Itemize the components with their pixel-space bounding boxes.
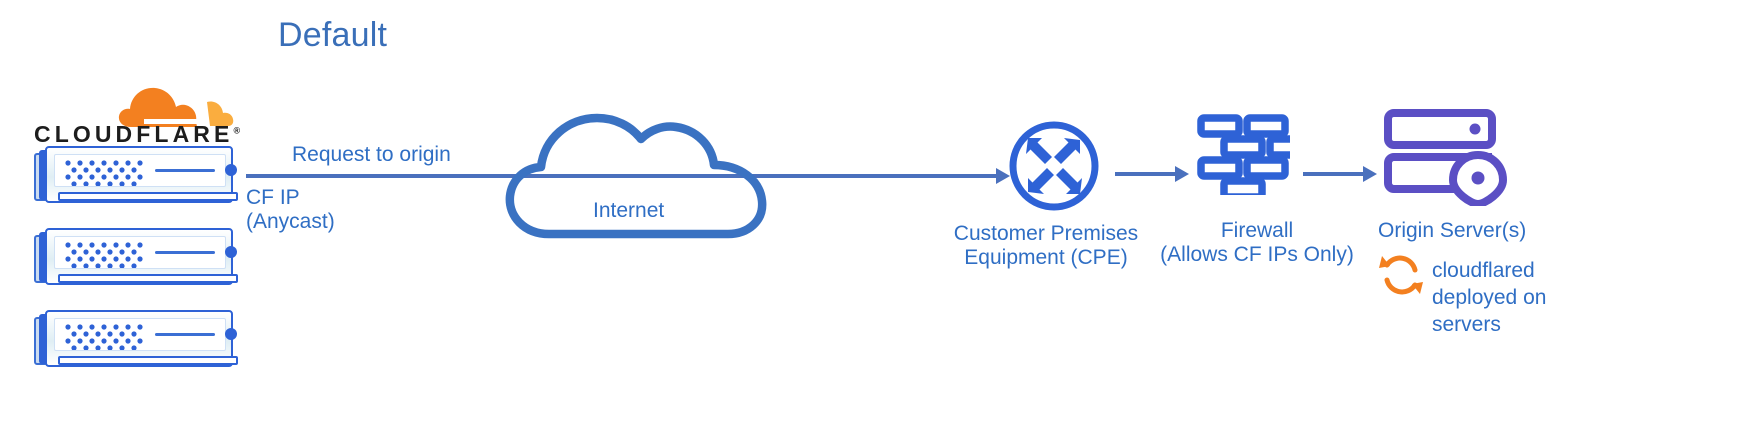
flow-label-request-to-origin: Request to origin [292,143,451,166]
page-title: Default [278,16,388,54]
server-indicator-line [155,333,215,336]
server-unit-2 [34,228,238,290]
server-unit-1 [34,146,238,208]
flow-label-cf-ip: CF IP (Anycast) [246,186,335,235]
node-label-firewall-line2: (Allows CF IPs Only) [1160,243,1354,267]
cloudflare-logo: CLOUDFLARE® [34,86,240,148]
node-label-cpe-line2: Equipment (CPE) [964,246,1128,270]
server-body [45,310,238,367]
flow-arrowhead-cpe [996,168,1010,184]
node-label-internet: Internet [593,199,665,222]
registered-mark: ® [233,125,241,136]
cloudflare-wordmark: CLOUDFLARE® [34,121,240,148]
cloudflare-cloud-logo-icon [118,87,234,127]
server-vent-dots-icon [65,324,143,350]
server-vent-dots-icon [65,242,143,268]
node-label-cpe-line1: Customer Premises [953,222,1139,245]
cloud-icon [505,113,767,239]
server-body [45,228,238,285]
server-rack-location-pin-icon [1384,109,1507,206]
flow-line-cpe-to-firewall [1115,172,1177,176]
cloudflared-note-line1: cloudflared [1432,259,1535,282]
flow-label-cf-ip-line2: (Anycast) [246,210,335,234]
server-base-strip [58,356,238,365]
node-label-origin-server: Origin Server(s) [1378,219,1527,242]
flow-arrowhead-firewall [1175,166,1189,182]
node-label-cpe: Customer Premises Equipment (CPE) [948,222,1144,271]
server-base-strip [58,274,238,283]
refresh-cycle-icon [1379,255,1423,295]
flow-line-firewall-to-origin [1303,172,1365,176]
node-label-firewall-line1: Firewall [1220,219,1294,242]
cloudflare-wordmark-text: CLOUDFLARE [34,121,234,147]
cloudflared-note-line3: servers [1432,312,1501,336]
server-indicator-line [155,169,215,172]
cloudflared-note-line2: deployed on [1432,285,1547,309]
brick-wall-icon [1197,114,1290,195]
server-indicator-line [155,251,215,254]
server-led-icon [225,164,237,176]
server-base-strip [58,192,238,201]
router-converging-arrows-icon [1009,121,1099,211]
server-body [45,146,238,203]
node-label-firewall: Firewall (Allows CF IPs Only) [1157,219,1357,268]
cloudflared-note: cloudflared deployed on servers [1432,258,1546,339]
flow-arrowhead-origin [1363,166,1377,182]
server-vent-dots-icon [65,160,143,186]
server-unit-3 [34,310,238,372]
server-led-icon [225,246,237,258]
server-faceplate [54,236,226,269]
server-led-icon [225,328,237,340]
flow-line-cf-to-cpe [246,174,998,178]
flow-label-cf-ip-line1: CF IP [246,186,300,209]
